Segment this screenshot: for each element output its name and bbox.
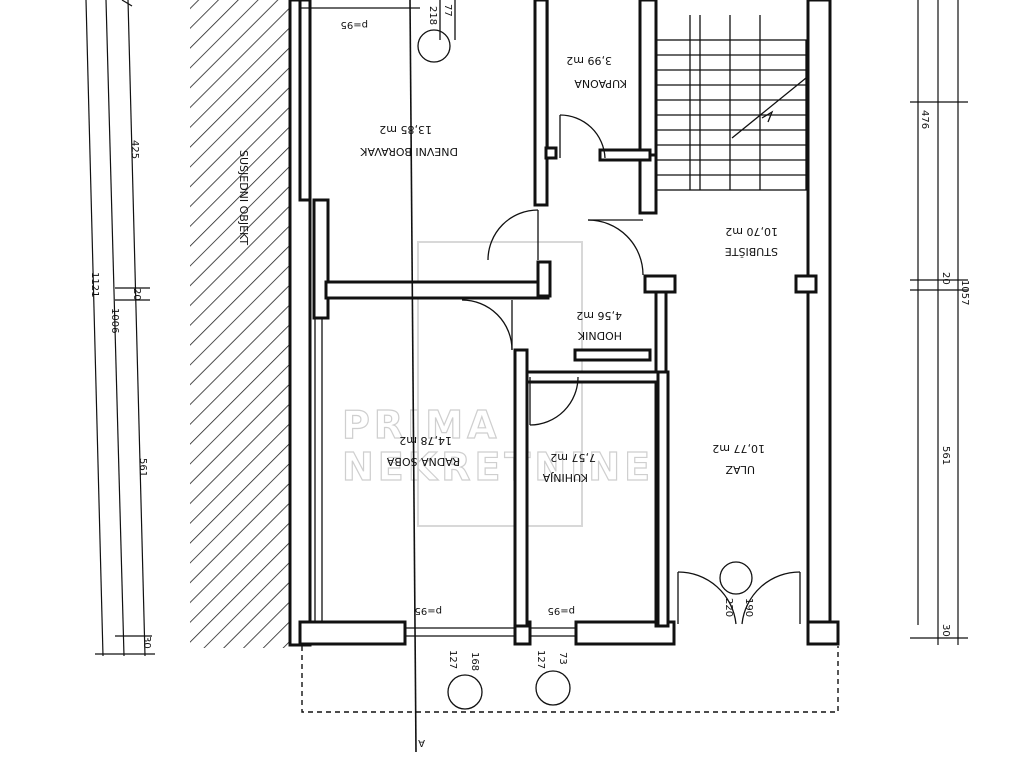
- svg-text:KUPAONA: KUPAONA: [574, 77, 627, 90]
- svg-text:HODNIK: HODNIK: [577, 329, 622, 342]
- opening-bottom-left: p=95 127 168: [415, 605, 480, 671]
- svg-text:73: 73: [557, 652, 568, 665]
- svg-text:NEKRETNINE: NEKRETNINE: [342, 445, 654, 489]
- window-symbols: [405, 0, 753, 710]
- svg-text:425: 425: [129, 140, 140, 159]
- opening-entrance: 190 220: [723, 598, 754, 617]
- svg-text:p=95: p=95: [548, 605, 575, 616]
- svg-text:KUHINJA: KUHINJA: [542, 471, 588, 484]
- neighbor-label: SUSJEDNI OBJEKT: [237, 150, 250, 245]
- room-dnevni-boravak: DNEVNI BORAVAK 13,85 m2: [359, 123, 458, 158]
- watermark: PRIMA NEKRETNINE: [341, 241, 654, 527]
- svg-text:PRIMA: PRIMA: [342, 403, 500, 447]
- svg-text:190: 190: [743, 598, 754, 617]
- interior-walls: [298, 0, 818, 628]
- svg-text:STUBIŠTE: STUBIŠTE: [725, 245, 778, 258]
- svg-text:127: 127: [447, 650, 458, 669]
- exterior-walls: [288, 0, 840, 647]
- svg-text:ULAZ: ULAZ: [725, 463, 755, 476]
- svg-text:RADNA SOBA: RADNA SOBA: [386, 455, 460, 468]
- svg-text:20: 20: [940, 272, 951, 285]
- svg-text:4,56 m2: 4,56 m2: [576, 309, 622, 322]
- svg-text:10,70 m2: 10,70 m2: [725, 225, 778, 238]
- section-marker: A: [418, 737, 425, 748]
- room-stubiste: STUBIŠTE 10,70 m2: [725, 225, 778, 258]
- room-ulaz: ULAZ 10,77 m2: [712, 442, 765, 476]
- svg-text:10,77 m2: 10,77 m2: [712, 442, 765, 455]
- opening-bottom-mid: p=95 127 73: [535, 605, 575, 669]
- svg-text:DNEVNI BORAVAK: DNEVNI BORAVAK: [359, 145, 458, 158]
- right-dimensions: 476 20 1057 561 30: [910, 0, 970, 645]
- svg-text:1006: 1006: [109, 308, 120, 333]
- opening-top: p=95 77 218: [341, 4, 453, 30]
- svg-text:30: 30: [141, 636, 152, 649]
- svg-text:77: 77: [442, 4, 453, 17]
- left-dimensions: 1121 1006 425 20 561 30: [85, 0, 155, 657]
- svg-text:168: 168: [469, 652, 480, 671]
- svg-text:13,85 m2: 13,85 m2: [379, 123, 432, 136]
- door-swings: [461, 114, 801, 625]
- svg-text:220: 220: [723, 598, 734, 617]
- svg-text:30: 30: [940, 624, 951, 637]
- staircase: [655, 15, 807, 191]
- svg-text:1121: 1121: [89, 272, 100, 297]
- svg-text:p=95: p=95: [341, 19, 368, 30]
- svg-text:3,99 m2: 3,99 m2: [566, 54, 612, 67]
- svg-text:561: 561: [137, 458, 148, 477]
- svg-text:561: 561: [940, 446, 951, 465]
- svg-text:14,78 m2: 14,78 m2: [399, 434, 452, 447]
- svg-text:1057: 1057: [959, 280, 970, 305]
- svg-text:20: 20: [131, 288, 142, 301]
- svg-text:7,57 m2: 7,57 m2: [550, 451, 596, 464]
- room-hodnik: HODNIK 4,56 m2: [576, 309, 622, 342]
- room-radna-soba: RADNA SOBA 14,78 m2: [386, 434, 460, 468]
- neighbor-building-hatch: [190, 0, 290, 648]
- terrace-outline: [301, 646, 839, 713]
- svg-text:127: 127: [535, 650, 546, 669]
- svg-text:p=95: p=95: [415, 605, 442, 616]
- svg-text:218: 218: [427, 6, 438, 25]
- room-kupaona: KUPAONA 3,99 m2: [566, 54, 627, 90]
- svg-text:476: 476: [919, 110, 930, 129]
- room-kuhinja: KUHINJA 7,57 m2: [542, 451, 596, 484]
- section-line: [409, 0, 417, 753]
